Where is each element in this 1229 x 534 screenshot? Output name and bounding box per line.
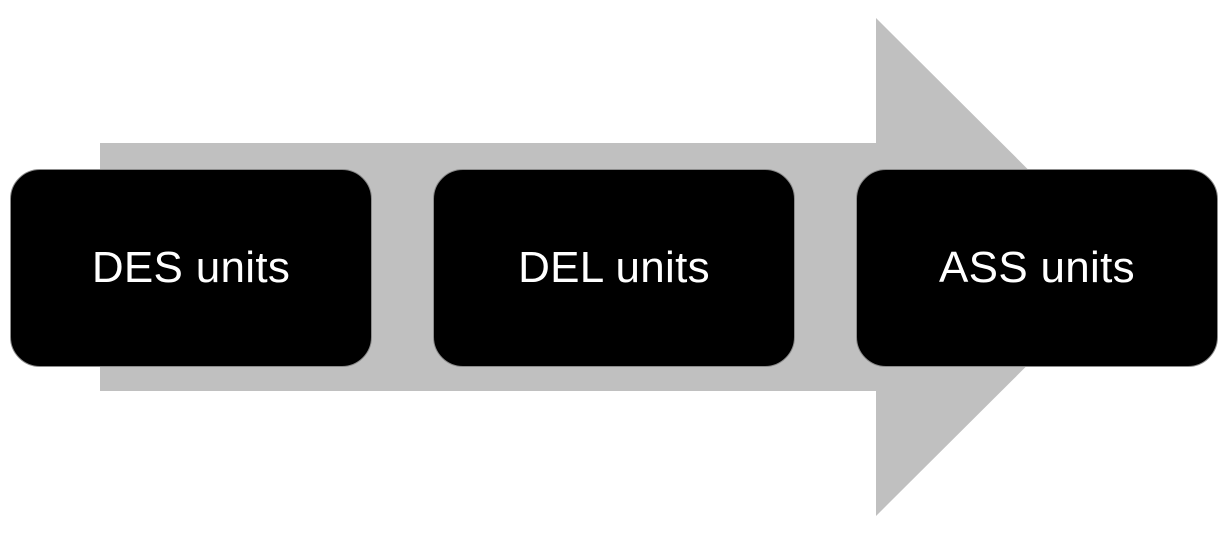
stage-box-ass-units: ASS units — [856, 169, 1218, 367]
stage-box-del-units: DEL units — [433, 169, 795, 367]
stage-label-del-units: DEL units — [518, 243, 710, 292]
stage-label-ass-units: ASS units — [939, 243, 1135, 292]
stage-box-des-units: DES units — [10, 169, 372, 367]
stage-label-des-units: DES units — [91, 243, 291, 292]
